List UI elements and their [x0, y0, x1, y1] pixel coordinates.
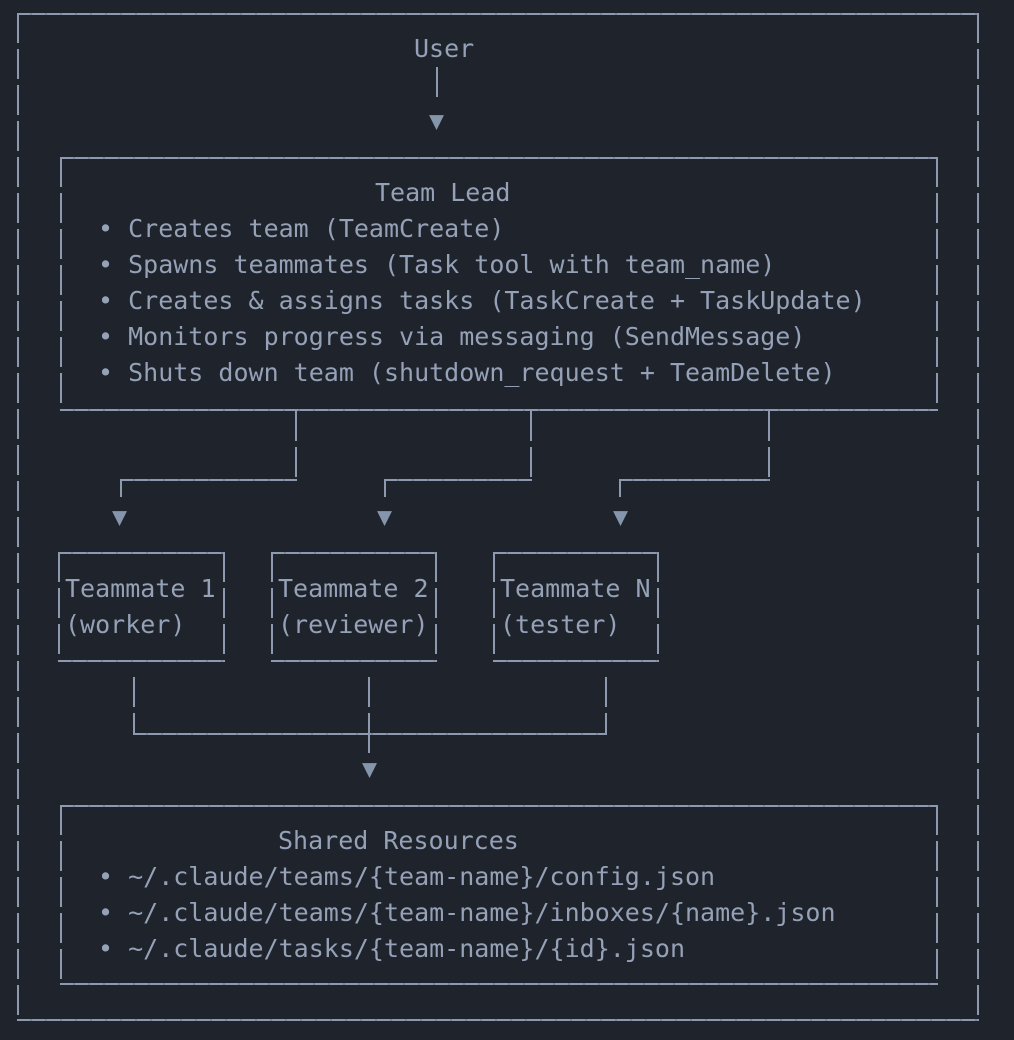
resource-path: • ~/.claude/tasks/{team-name}/{id}.json — [98, 934, 685, 963]
team-lead-box-bottom-border — [60, 409, 938, 411]
outer-frame-top-border — [17, 13, 979, 15]
team-lead-bullet: • Creates & assigns tasks (TaskCreate + … — [98, 286, 866, 315]
teammate-2-box-left-border — [271, 552, 273, 662]
outer-frame-bottom-border — [17, 1019, 979, 1021]
shared-resources-box-left-border — [60, 805, 62, 985]
branch-drop-line-2 — [384, 479, 386, 497]
shared-resources-box-bottom-border — [60, 983, 938, 985]
teammate-2-box-top-border — [271, 552, 437, 554]
teammate-n-name: Teammate N — [500, 574, 651, 603]
team-lead-bullet: • Monitors progress via messaging (SendM… — [98, 322, 806, 351]
teammate-n-box-top-border — [493, 552, 659, 554]
merge-bus-line — [133, 733, 607, 735]
teammate-1-name: Teammate 1 — [65, 574, 216, 603]
branch-stub-line-3 — [768, 411, 770, 479]
teammate-2-box-bottom-border — [271, 660, 437, 662]
user-to-teamlead-line — [436, 67, 438, 97]
branch-drop-line-1 — [120, 479, 122, 497]
arrow-down-icon: ▼ — [377, 502, 393, 531]
teammate-2-box-right-border — [435, 552, 437, 662]
team-lead-bullet: • Creates team (TeamCreate) — [98, 214, 505, 243]
branch-stub-line-2 — [530, 411, 532, 479]
arrow-down-icon: ▼ — [362, 754, 378, 783]
merge-stub-line-1 — [133, 677, 135, 733]
teammate-1-box-right-border — [223, 552, 225, 662]
teammate-n-box-left-border — [493, 552, 495, 662]
shared-resources-box-right-border — [936, 805, 938, 985]
teammate-2-role: (reviewer) — [278, 610, 429, 639]
teammate-n-role: (tester) — [500, 610, 621, 639]
teammate-n-box-right-border — [657, 552, 659, 662]
teammate-1-box-top-border — [58, 552, 225, 554]
user-label: User — [414, 34, 475, 63]
merge-stub-line-2 — [368, 677, 370, 733]
shared-resources-box-top-border — [60, 805, 938, 807]
resource-path: • ~/.claude/teams/{team-name}/inboxes/{n… — [98, 898, 836, 927]
teammate-1-box-left-border — [58, 552, 60, 662]
branch-elbow-line-1 — [120, 479, 297, 481]
merge-drop-line — [368, 733, 370, 753]
arrow-down-icon: ▼ — [613, 502, 629, 531]
branch-elbow-line-3 — [619, 479, 770, 481]
resource-path: • ~/.claude/teams/{team-name}/config.jso… — [98, 862, 716, 891]
arrow-down-icon: ▼ — [429, 106, 445, 135]
team-lead-box-left-border — [60, 157, 62, 411]
team-lead-title: Team Lead — [375, 178, 511, 207]
outer-frame-right-border — [977, 13, 979, 1021]
teammate-n-box-bottom-border — [493, 660, 659, 662]
team-lead-bullet: • Spawns teammates (Task tool with team_… — [98, 250, 776, 279]
branch-elbow-line-2 — [384, 479, 532, 481]
teammate-1-box-bottom-border — [58, 660, 225, 662]
branch-drop-line-3 — [619, 479, 621, 497]
team-lead-bullet: • Shuts down team (shutdown_request + Te… — [98, 358, 836, 387]
teammate-1-role: (worker) — [65, 610, 186, 639]
arrow-down-icon: ▼ — [112, 502, 128, 531]
branch-stub-line-1 — [295, 411, 297, 479]
team-lead-box-top-border — [60, 157, 938, 159]
merge-stub-line-3 — [605, 677, 607, 733]
team-lead-box-right-border — [936, 157, 938, 411]
outer-frame-left-border — [17, 13, 19, 1021]
shared-resources-title: Shared Resources — [278, 826, 519, 855]
teammate-2-name: Teammate 2 — [278, 574, 429, 603]
